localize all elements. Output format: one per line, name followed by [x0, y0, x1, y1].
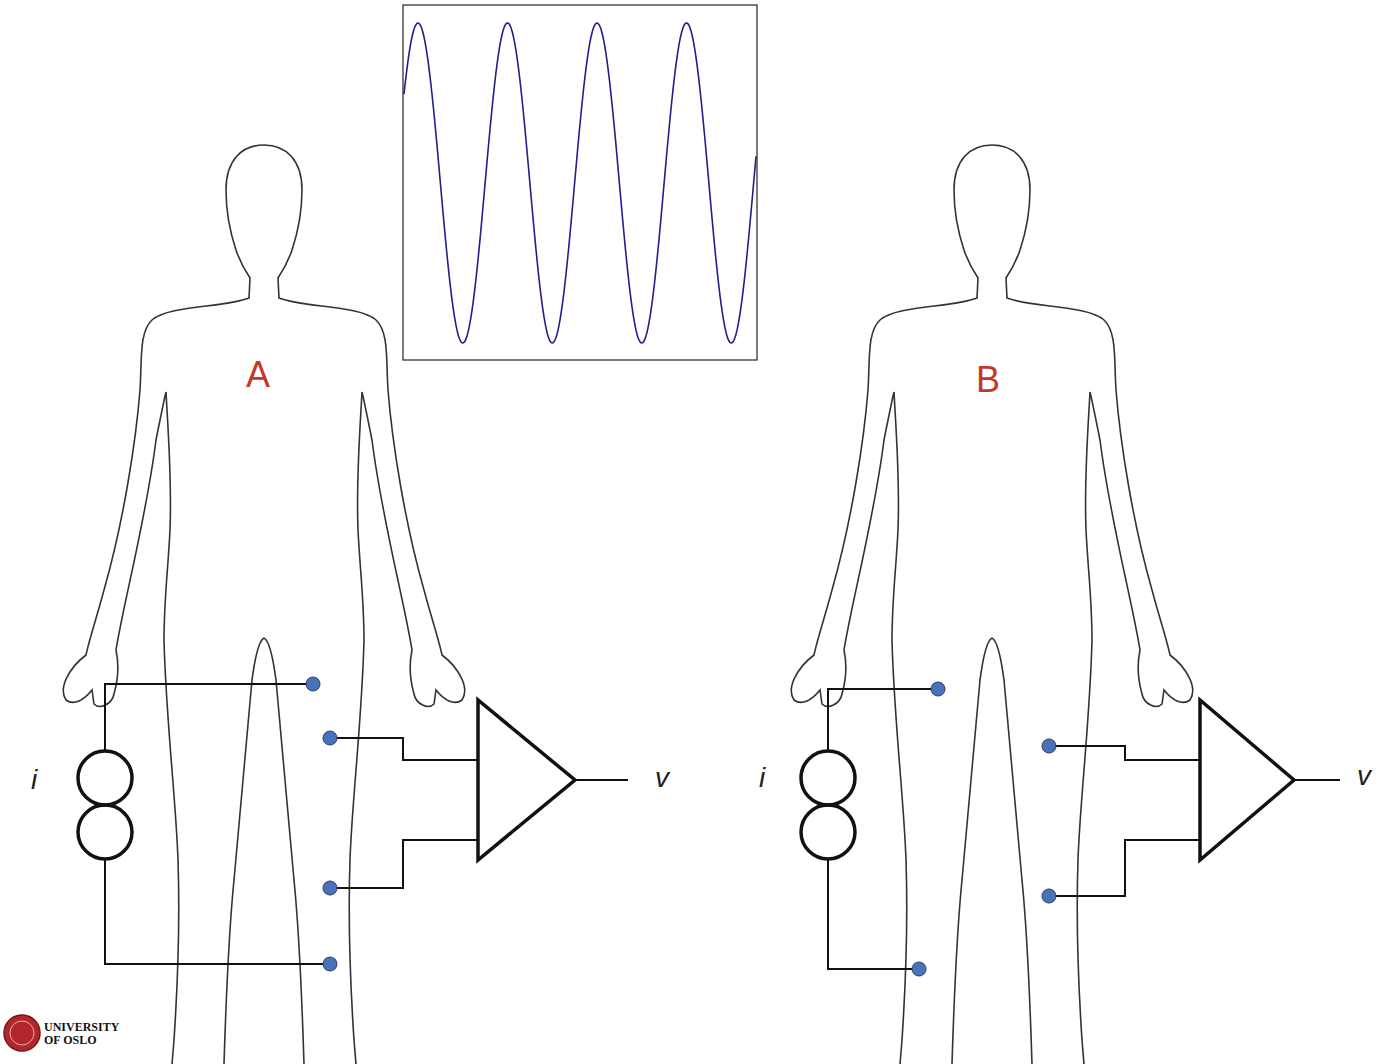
seal-circle — [4, 1015, 40, 1051]
wire — [330, 840, 478, 888]
body-outline — [63, 145, 464, 1064]
figure-letter: A — [246, 355, 270, 395]
university-seal — [4, 1015, 40, 1051]
wires-b — [828, 689, 1340, 969]
wire — [1049, 746, 1200, 760]
wire — [575, 779, 628, 781]
wire — [330, 738, 478, 760]
wire — [1049, 840, 1200, 896]
wires-a — [105, 684, 628, 964]
current-source-symbol — [801, 751, 855, 859]
current-symbol: i — [31, 765, 37, 796]
current-source-symbol — [78, 751, 132, 859]
current-source-circle — [78, 751, 132, 805]
electrode-dot — [323, 957, 337, 971]
wire — [1294, 779, 1340, 781]
electrode-dot — [323, 881, 337, 895]
electrode-dot — [323, 731, 337, 745]
wire — [105, 684, 313, 751]
electrode-dot — [912, 962, 926, 976]
current-source-circle — [801, 805, 855, 859]
electrode-dot — [306, 677, 320, 691]
sine-wave — [404, 23, 756, 343]
wire — [828, 859, 919, 969]
current-source-circle — [801, 751, 855, 805]
inset-frame — [403, 5, 757, 360]
body-outline — [791, 145, 1192, 1064]
voltage-symbol: v — [1357, 761, 1371, 792]
electrode-dot — [1042, 889, 1056, 903]
wire — [105, 859, 330, 964]
wire — [828, 689, 938, 751]
body-outline-left — [63, 145, 264, 1064]
amplifier-symbol — [1200, 700, 1294, 860]
university-name: UNIVERSITY OF OSLO — [44, 1021, 124, 1047]
electrodes-b — [912, 682, 1056, 976]
body-outline-left — [791, 145, 992, 1064]
electrode-dot — [1042, 739, 1056, 753]
body-outline-right — [264, 145, 465, 1064]
amplifier-symbol — [478, 700, 575, 860]
current-symbol: i — [759, 763, 765, 794]
figure-letter: B — [976, 360, 1000, 400]
seal-ring — [10, 1021, 34, 1045]
current-source-circle — [78, 805, 132, 859]
electrodes-a — [306, 677, 337, 971]
body-outline-right — [992, 145, 1193, 1064]
voltage-symbol: v — [655, 763, 669, 794]
electrode-dot — [931, 682, 945, 696]
